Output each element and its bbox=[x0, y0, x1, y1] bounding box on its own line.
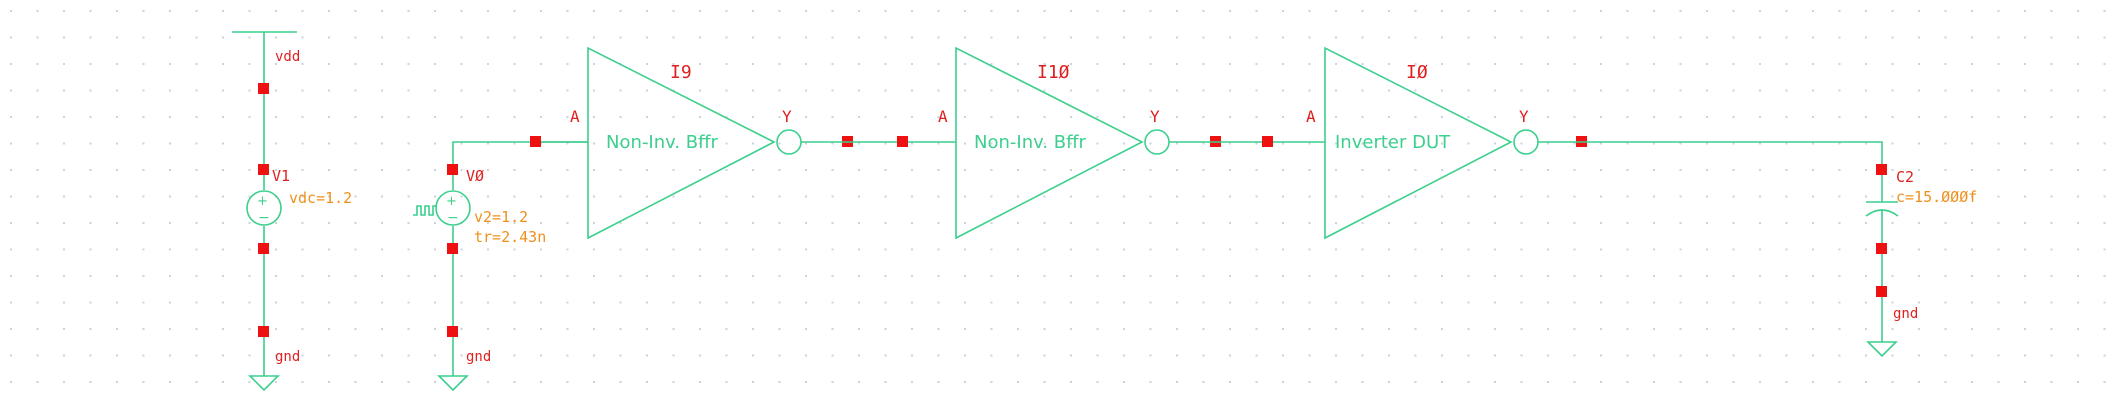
param-tr: tr=2.43n bbox=[474, 228, 546, 246]
instance-name-c2: C2 bbox=[1896, 168, 1914, 186]
pin-label-y: Y bbox=[1519, 107, 1529, 126]
net-label-gnd-v1: gnd bbox=[275, 349, 300, 365]
instance-name-i10: I1Ø bbox=[1037, 62, 1070, 83]
pin bbox=[447, 243, 458, 254]
pin bbox=[897, 136, 908, 147]
pin bbox=[447, 326, 458, 337]
instance-name-v1: V1 bbox=[272, 167, 290, 185]
instance-name-i9: I9 bbox=[670, 62, 692, 83]
pulse-source-symbol bbox=[435, 190, 471, 226]
buffer-triangle bbox=[587, 46, 776, 240]
pin bbox=[1876, 164, 1887, 175]
net-label-gnd-c2: gnd bbox=[1893, 306, 1918, 322]
pin-label-a: A bbox=[570, 107, 580, 126]
buffer-label: Non-Inv. Bffr bbox=[974, 132, 1087, 153]
pulse-source-v0[interactable]: + − VØ v2=1.2 tr=2.43n gnd bbox=[413, 141, 588, 392]
buffer-i10[interactable]: I1Ø A Y Non-Inv. Bffr bbox=[938, 46, 1221, 240]
inverter-triangle bbox=[1324, 46, 1513, 240]
pin-label-a: A bbox=[938, 107, 948, 126]
pin bbox=[258, 83, 269, 94]
inverter-dut-i0[interactable]: IØ A Y Inverter DUT bbox=[1306, 46, 1587, 240]
net-label-vdd: vdd bbox=[275, 49, 300, 65]
pin bbox=[258, 326, 269, 337]
pin bbox=[1876, 286, 1887, 297]
param-vdc: vdc=1.2 bbox=[289, 189, 352, 207]
dc-source-v1[interactable]: + − vdd V1 vdc=1.2 gnd bbox=[232, 31, 352, 392]
pin bbox=[447, 164, 458, 175]
pin bbox=[530, 136, 541, 147]
svg-text:−: − bbox=[447, 210, 459, 226]
pin bbox=[1876, 243, 1887, 254]
pin-label-a: A bbox=[1306, 107, 1316, 126]
pin bbox=[258, 243, 269, 254]
pin bbox=[1262, 136, 1273, 147]
param-v2: v2=1.2 bbox=[474, 208, 528, 226]
buffer-triangle bbox=[955, 46, 1144, 240]
pin-label-y: Y bbox=[1150, 107, 1160, 126]
dc-source-symbol bbox=[246, 190, 282, 226]
svg-text:−: − bbox=[258, 210, 270, 226]
buffer-label: Inverter DUT bbox=[1335, 132, 1451, 153]
load-capacitor-c2[interactable]: C2 c=15.ØØØf gnd bbox=[1538, 141, 1977, 358]
instance-name-v0: VØ bbox=[466, 167, 484, 185]
net-label-gnd-v0: gnd bbox=[466, 349, 491, 365]
pulse-waveform-icon bbox=[413, 205, 437, 216]
svg-text:+: + bbox=[446, 194, 457, 209]
instance-name-i0: IØ bbox=[1406, 62, 1428, 83]
svg-text:+: + bbox=[257, 194, 268, 209]
param-c: c=15.ØØØf bbox=[1896, 188, 1977, 206]
pin-label-y: Y bbox=[782, 107, 792, 126]
buffer-label: Non-Inv. Bffr bbox=[606, 132, 719, 153]
pin bbox=[258, 164, 269, 175]
